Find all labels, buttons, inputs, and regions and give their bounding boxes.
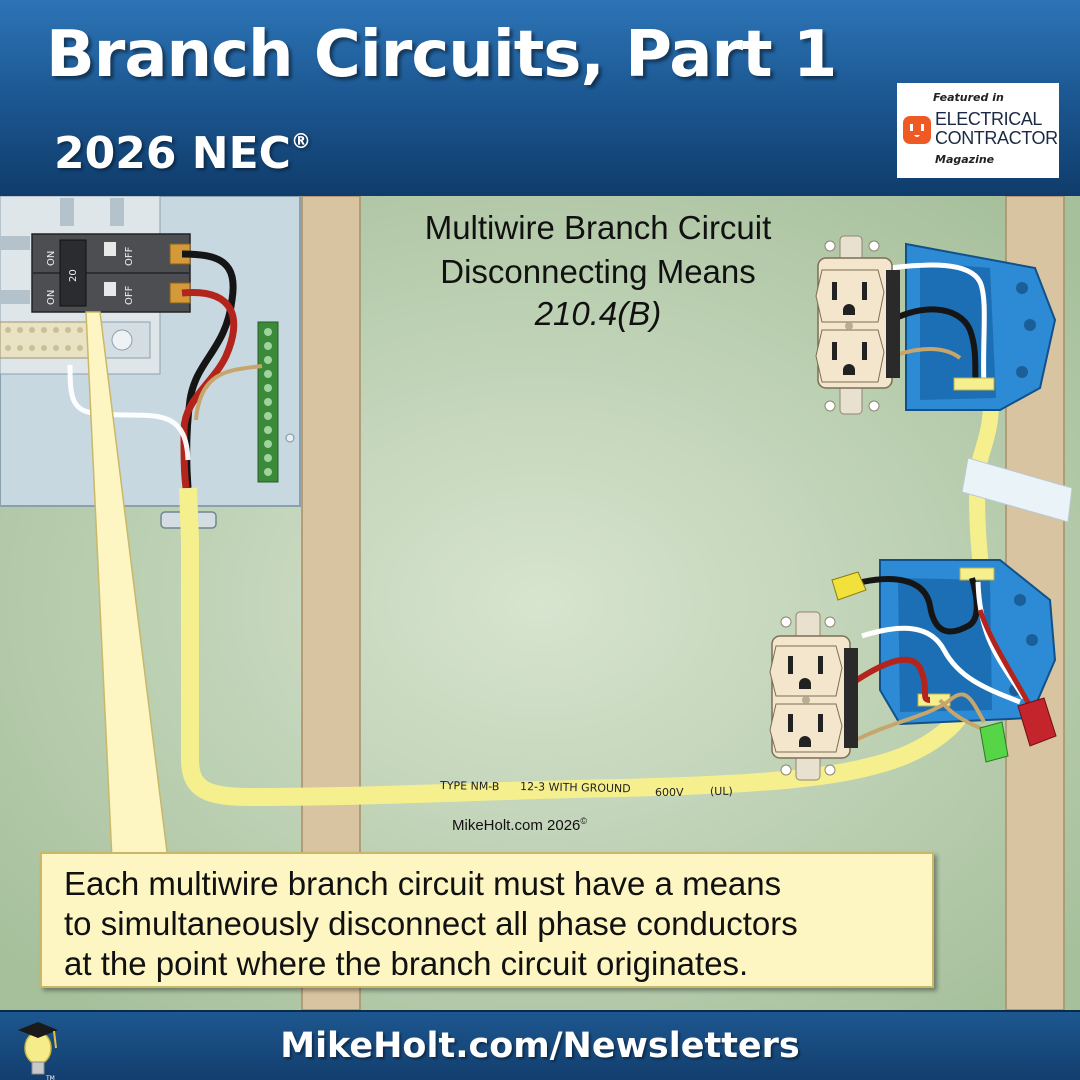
copyright-credit: MikeHolt.com 2026©: [452, 816, 587, 834]
callout-note: Each multiwire branch circuit must have …: [40, 852, 934, 988]
lower-receptacle: [769, 611, 858, 781]
breaker-rating: 20: [68, 269, 79, 282]
badge-featured: Featured in: [933, 91, 1004, 104]
badge-magazine: Magazine: [935, 153, 995, 166]
breaker-off-top: OFF: [124, 246, 135, 266]
breaker-on-bottom: ON: [46, 290, 57, 305]
panelboard: ON ON 20 OFF OFF: [0, 196, 301, 507]
diagram-heading-line2: Disconnecting Means: [440, 253, 756, 290]
note-line1: Each multiwire branch circuit must have …: [64, 865, 782, 902]
wire-nut-yellow-icon: [831, 571, 867, 601]
wire-nut-green-icon: [979, 721, 1009, 763]
diagram-heading-line1: Multiwire Branch Circuit: [424, 209, 772, 246]
footer-bar: TM MikeHolt.com/Newsletters: [0, 1010, 1080, 1080]
nm-cable-run: [179, 487, 979, 806]
cable-voltage: 600V: [655, 786, 684, 799]
breaker-off-bottom: OFF: [124, 285, 135, 305]
badge-line2: CONTRACTOR: [935, 128, 1058, 148]
badge-line1: ELECTRICAL: [935, 109, 1043, 129]
subtitle-text: 2026 NEC: [54, 128, 291, 179]
two-pole-breaker[interactable]: ON ON 20 OFF OFF: [31, 233, 191, 313]
upper-receptacle: [815, 235, 900, 415]
plastic-strap: [961, 457, 1073, 523]
breaker-on-top: ON: [46, 251, 57, 266]
wire-nut-red-icon: [1017, 697, 1057, 747]
ground-bar: [257, 321, 279, 483]
header-banner: Branch Circuits, Part 1 2026 NEC® Featur…: [0, 0, 1080, 196]
wiring-diagram: ON ON 20 OFF OFF TYPE NM-B 12-3 WITH GRO…: [0, 196, 1080, 1010]
newsletter-link[interactable]: MikeHolt.com/Newsletters: [280, 1026, 800, 1066]
note-line3: at the point where the branch circuit or…: [64, 945, 749, 982]
copyright-mark: ©: [580, 816, 588, 826]
magazine-badge: Featured in ELECTRICAL CONTRACTOR Magazi…: [897, 83, 1059, 178]
note-line2: to simultaneously disconnect all phase c…: [64, 905, 798, 942]
page-title: Branch Circuits, Part 1: [46, 18, 837, 92]
code-reference: 210.4(B): [534, 295, 662, 332]
lightbulb-graduate-icon: TM: [18, 1022, 58, 1080]
cable-type: TYPE NM-B: [439, 779, 500, 793]
neutral-bar: [0, 321, 151, 359]
plug-logo-icon: [903, 116, 931, 144]
svg-text:TM: TM: [45, 1075, 55, 1080]
page-subtitle: 2026 NEC®: [54, 128, 311, 179]
credit-text: MikeHolt.com 2026: [452, 817, 581, 834]
registered-mark: ®: [290, 129, 311, 153]
cable-spec: 12-3 WITH GROUND: [520, 780, 631, 795]
cable-print: TYPE NM-B 12-3 WITH GROUND 600V (UL): [439, 779, 733, 799]
cable-listing: (UL): [710, 785, 733, 798]
